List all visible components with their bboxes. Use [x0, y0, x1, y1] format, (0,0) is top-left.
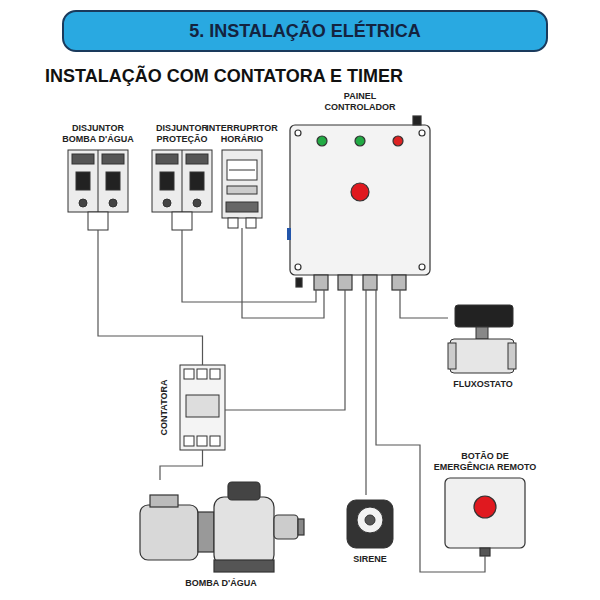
component-box: BOMBA D'ÁGUA [135, 480, 307, 574]
component-box: PAINEL CONTROLADOR [290, 118, 430, 290]
breaker-symbol [68, 150, 128, 230]
component-label: INTERRUPRTOR HORÁRIO [206, 123, 278, 145]
component-label: BOTÃO DE EMERGÊNCIA REMOTO [433, 451, 537, 473]
wire [400, 290, 448, 318]
contactor-symbol [180, 365, 225, 450]
component-box: FLUXOSTATO [448, 300, 518, 375]
wire [365, 290, 366, 495]
component-label: BOMBA D'ÁGUA [161, 578, 281, 589]
wire [98, 230, 203, 365]
wire [160, 450, 203, 480]
title: 5. INSTALAÇÃO ELÉTRICA [189, 21, 421, 42]
component-label: SIRENE [335, 554, 405, 565]
component-label: FLUXOSTATO [438, 379, 528, 390]
title-bar: 5. INSTALAÇÃO ELÉTRICA [62, 10, 548, 52]
timer-symbol [222, 150, 262, 228]
component-label: CONTATORA [159, 380, 170, 436]
button-box-symbol [445, 478, 525, 556]
pump-symbol [140, 482, 304, 572]
component-box: DISJUNTOR PROTEÇÃO [152, 150, 212, 230]
component-box: SIRENE [345, 495, 395, 550]
wire [182, 230, 316, 302]
wire [376, 290, 485, 572]
panel-symbol [287, 116, 430, 290]
flow-switch-symbol [448, 305, 516, 373]
component-box: CONTATORA [180, 365, 225, 450]
wire [242, 228, 324, 318]
component-box: DISJUNTOR BOMBA D'ÁGUA [68, 150, 128, 230]
wire [225, 290, 345, 410]
subtitle: INSTALAÇÃO COM CONTATORA E TIMER [45, 66, 403, 87]
component-box: BOTÃO DE EMERGÊNCIA REMOTO [445, 478, 525, 556]
breaker-symbol [152, 150, 212, 230]
component-label: DISJUNTOR BOMBA D'ÁGUA [58, 123, 138, 145]
siren-symbol [347, 500, 393, 548]
component-box: INTERRUPRTOR HORÁRIO [222, 150, 262, 228]
component-label: PAINEL CONTROLADOR [320, 91, 400, 113]
